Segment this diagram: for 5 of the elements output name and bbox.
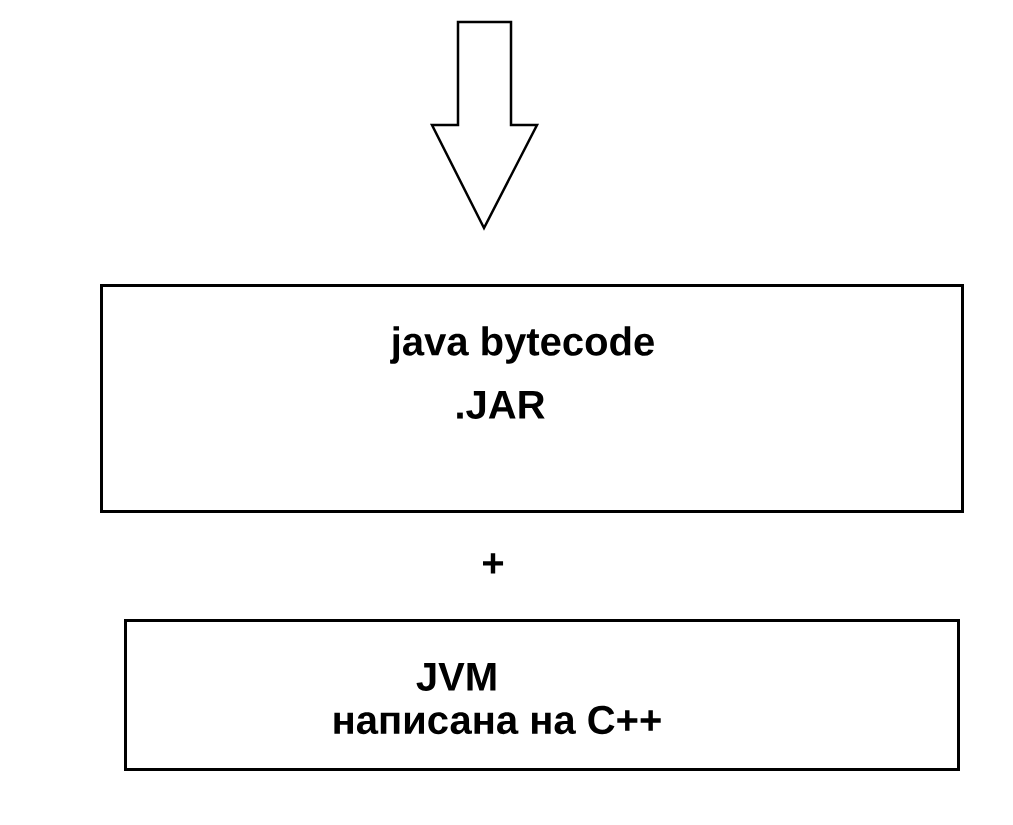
- box-text: написана на C++: [334, 705, 661, 735]
- box-text: java bytecode: [390, 326, 654, 364]
- box-text: .JAR: [457, 391, 545, 419]
- plus-sign: +: [483, 553, 504, 574]
- box-text: JVM: [416, 663, 496, 691]
